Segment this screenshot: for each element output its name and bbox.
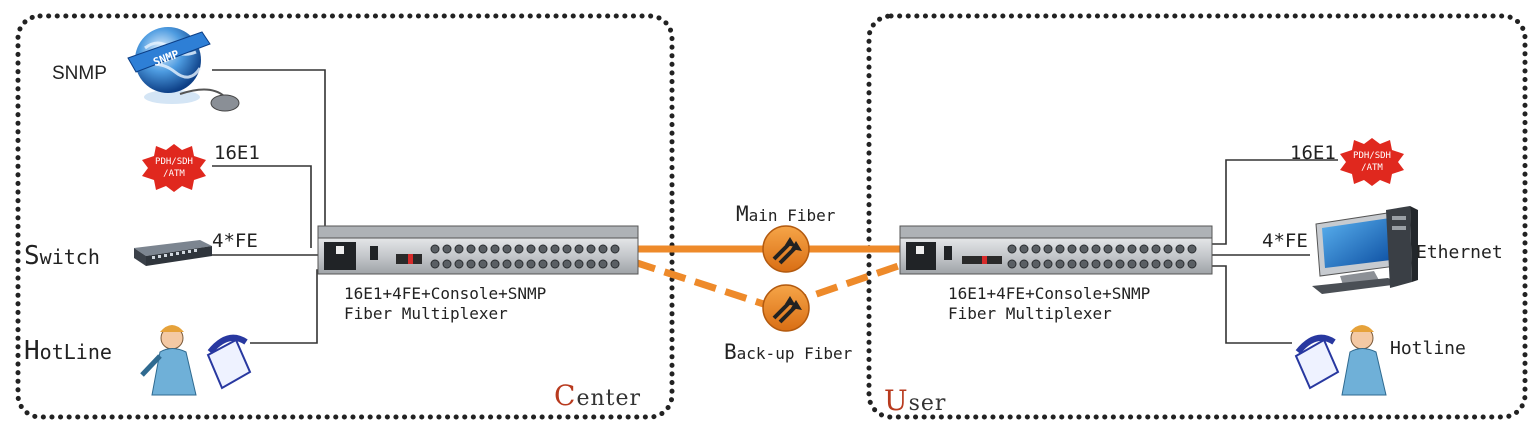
center-pdh-badge-icon: PDH/SDH /ATM <box>142 144 206 192</box>
main-fiber-coupler-icon <box>762 225 810 273</box>
svg-text:/ATM: /ATM <box>1361 163 1383 173</box>
center-zone-label: Center <box>554 379 642 412</box>
user-hotline-label: Hotline <box>1390 338 1466 359</box>
user-zone-label: User <box>884 384 947 417</box>
center-device <box>317 225 639 275</box>
svg-text:/ATM: /ATM <box>163 169 185 179</box>
user-hotline-icon <box>1294 325 1387 396</box>
user-device <box>899 225 1213 275</box>
backup-fiber-coupler-icon <box>762 284 810 332</box>
center-zone-border <box>15 13 675 420</box>
center-e1-label: 16E1 <box>214 142 260 164</box>
main-fiber-label: Main Fiber <box>736 202 836 226</box>
user-fe-label: 4*FE <box>1262 230 1308 252</box>
center-hotline-icon <box>140 325 252 396</box>
center-device-ports <box>430 244 620 269</box>
snmp-label: SNMP <box>52 63 107 84</box>
snmp-globe-icon: SNMP <box>127 27 240 112</box>
svg-text:PDH/SDH: PDH/SDH <box>155 157 193 167</box>
backup-fiber-label: Back-up Fiber <box>724 340 853 364</box>
ethernet-label: Ethernet <box>1416 242 1503 263</box>
switch-label: Switch <box>24 241 100 271</box>
user-connection-lines <box>1210 159 1338 344</box>
center-hotline-label: HotLine <box>24 336 112 366</box>
pc-icon <box>1312 206 1418 294</box>
user-e1-label: 16E1 <box>1290 142 1336 164</box>
user-pdh-badge-icon: PDH/SDH /ATM <box>1340 138 1404 186</box>
switch-icon <box>134 240 212 266</box>
user-zone-border <box>866 13 1528 420</box>
user-device-ports <box>1007 244 1197 269</box>
center-device-caption: 16E1+4FE+Console+SNMP Fiber Multiplexer <box>344 284 547 323</box>
center-fe-label: 4*FE <box>212 230 258 252</box>
user-device-caption: 16E1+4FE+Console+SNMP Fiber Multiplexer <box>948 284 1151 323</box>
svg-text:PDH/SDH: PDH/SDH <box>1353 151 1391 161</box>
